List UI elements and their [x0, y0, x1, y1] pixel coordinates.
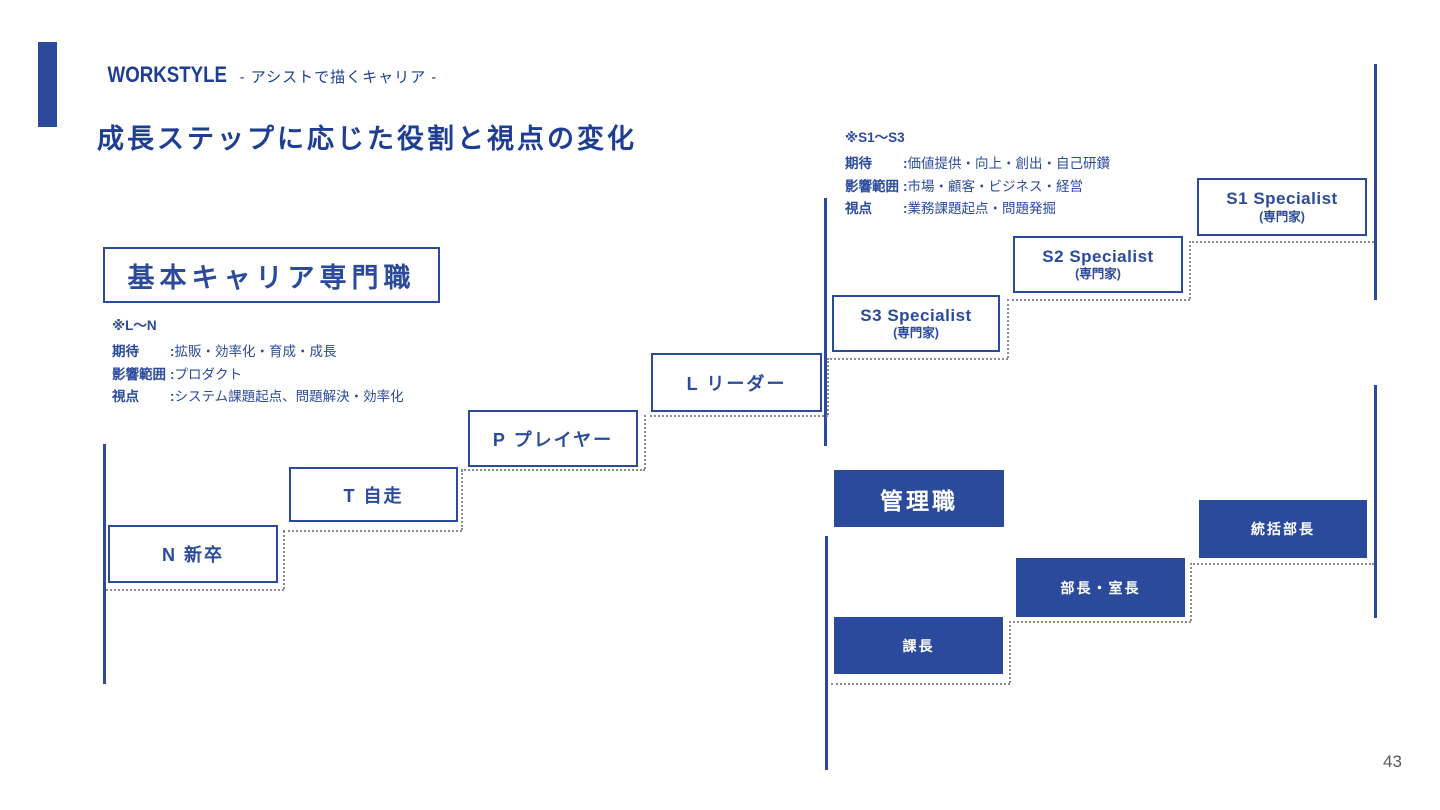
note-row: 視点:業務課題起点・問題発掘	[845, 201, 1056, 216]
step-box-l: L リーダー	[651, 353, 822, 412]
management-track-label-box: 管理職	[834, 470, 1004, 527]
workstyle-label: WORKSTYLE	[107, 62, 228, 87]
staircase-dotted-segment	[1189, 241, 1374, 243]
step-box-tokatsu-bucho: 統括部長	[1199, 500, 1367, 558]
step-box-s2-specialist: S2 Specialist (専門家)	[1013, 236, 1183, 293]
staircase-dotted-segment	[831, 683, 1010, 685]
staircase-dotted-segment	[1009, 621, 1191, 623]
step-box-n: N 新卒	[108, 525, 278, 583]
page-title: 成長ステップに応じた役割と視点の変化	[97, 124, 637, 154]
specialist-track-notes: ※S1〜S3 期待:価値提供・向上・創出・自己研鑽 影響範囲:市場・顧客・ビジネ…	[845, 126, 1110, 221]
staircase-dotted-segment	[1009, 621, 1011, 683]
basic-career-track-label-box: 基本キャリア専門職	[103, 247, 440, 303]
step-box-s3-specialist: S3 Specialist (専門家)	[832, 295, 1000, 352]
step-box-s1-specialist: S1 Specialist (専門家)	[1197, 178, 1367, 236]
basic-notes-scope: ※L〜N	[112, 318, 157, 333]
note-row: 期待:価値提供・向上・創出・自己研鑽	[845, 156, 1110, 171]
staircase-dotted-segment	[283, 530, 462, 532]
staircase-dotted-segment	[827, 358, 829, 415]
specialist-track-left-axis-line	[824, 198, 827, 446]
slide-accent-bar	[38, 42, 57, 127]
staircase-dotted-segment	[283, 531, 285, 589]
step-box-t: T 自走	[289, 467, 458, 522]
staircase-dotted-segment	[1007, 299, 1009, 358]
note-row: 影響範囲:プロダクト	[112, 366, 242, 382]
staircase-dotted-segment	[1190, 563, 1374, 565]
management-track-right-axis-line	[1374, 385, 1377, 618]
staircase-dotted-segment	[106, 589, 284, 591]
note-row: 視点:システム課題起点、問題解決・効率化	[112, 389, 404, 404]
staircase-dotted-segment	[644, 415, 646, 469]
staircase-dotted-segment	[461, 469, 645, 471]
basic-track-axis-line	[103, 444, 106, 684]
staircase-dotted-segment	[1190, 563, 1192, 621]
step-box-kacho: 課長	[834, 617, 1003, 674]
step-box-p: P プレイヤー	[468, 410, 638, 467]
slide-header: WORKSTYLE - アシストで描くキャリア -	[97, 62, 437, 88]
note-row: 影響範囲:市場・顧客・ビジネス・経営	[845, 178, 1083, 194]
staircase-dotted-segment	[827, 358, 1008, 360]
step-box-bucho-shitsucho: 部長・室長	[1016, 558, 1185, 617]
staircase-dotted-segment	[1189, 241, 1191, 299]
workstyle-subtitle: - アシストで描くキャリア -	[239, 69, 438, 86]
basic-track-notes: ※L〜N 期待:拡販・効率化・育成・成長 影響範囲:プロダクト 視点:システム課…	[112, 314, 404, 409]
specialist-track-right-axis-line	[1374, 64, 1377, 300]
management-track-left-axis-line	[825, 536, 828, 770]
staircase-dotted-segment	[461, 470, 463, 530]
specialist-notes-scope: ※S1〜S3	[845, 130, 905, 145]
page-number: 43	[1383, 752, 1402, 771]
note-row: 期待:拡販・効率化・育成・成長	[112, 344, 337, 359]
staircase-dotted-segment	[650, 415, 828, 417]
staircase-dotted-segment	[1007, 299, 1190, 301]
